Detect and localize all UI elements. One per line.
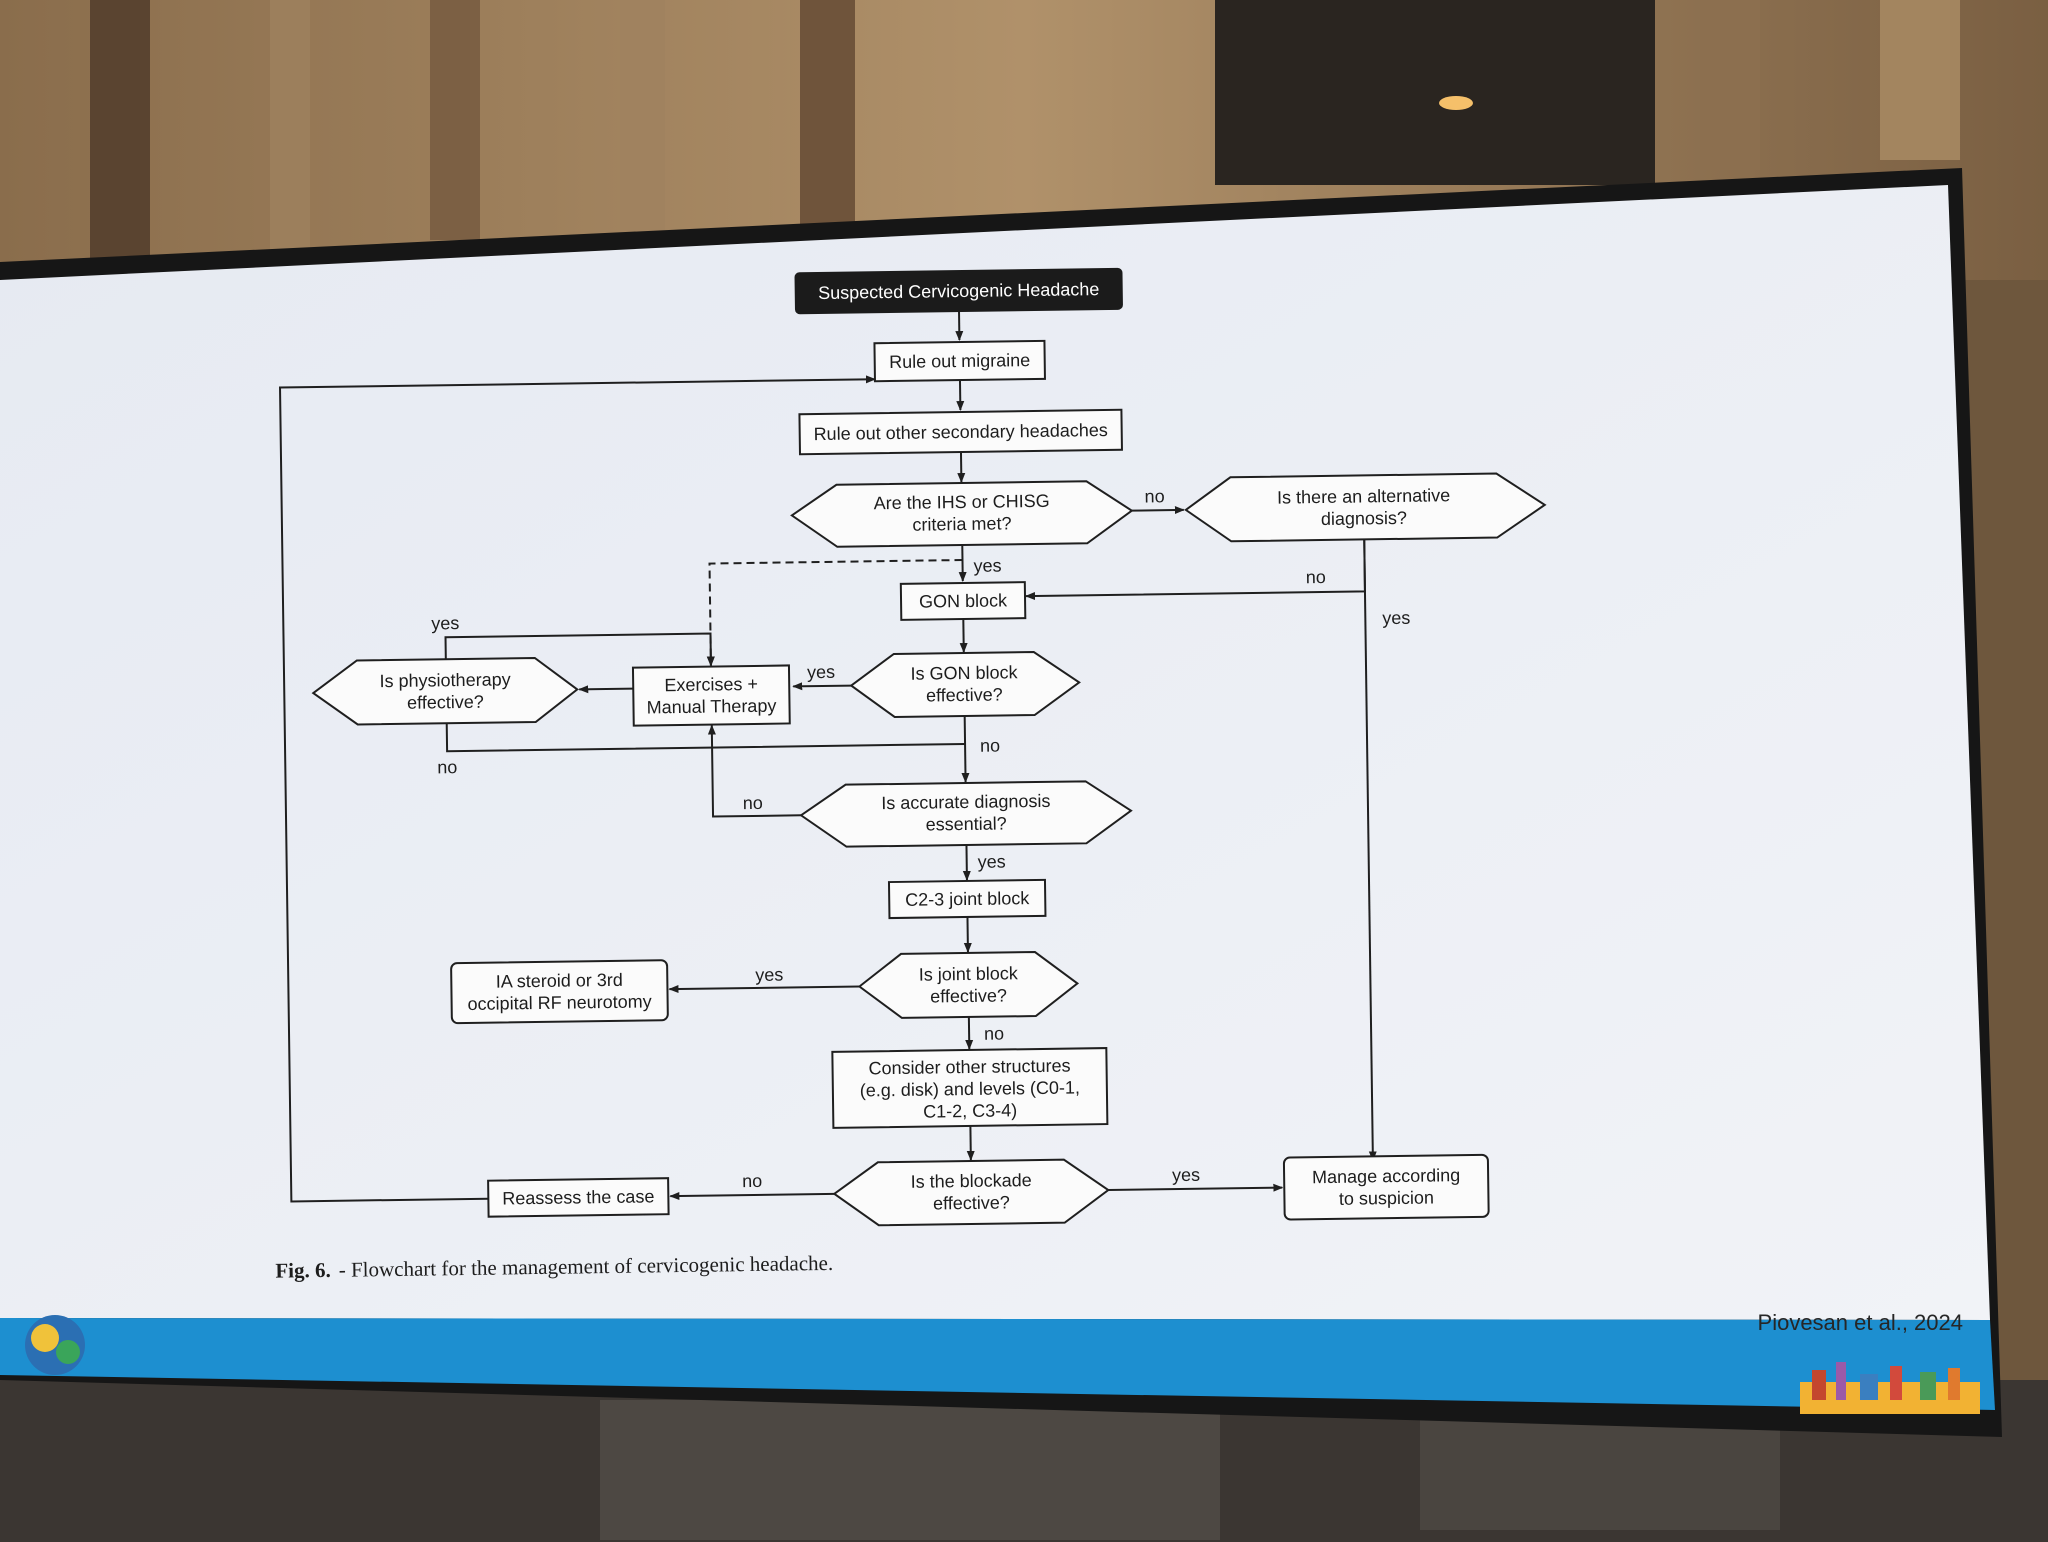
node-criteria-met-line1: Are the IHS or CHISG [874, 491, 1050, 513]
slide-screen [0, 185, 1990, 1320]
node-reassess-label: Reassess the case [502, 1186, 654, 1208]
node-criteria-met: Are the IHS or CHISG criteria met? [790, 480, 1134, 548]
node-physio-effective: Is physiotherapy effective? [311, 656, 579, 726]
node-blockade-line1: Is the blockade [910, 1170, 1031, 1192]
node-exercises-line1: Exercises + [664, 674, 758, 695]
node-exercises: Exercises + Manual Therapy [631, 664, 791, 727]
edge-label-blockade-yes: yes [1172, 1165, 1200, 1185]
edge-label-physio-yes: yes [431, 613, 459, 633]
edge-label-blockade-no: no [742, 1171, 762, 1191]
figure-caption: Fig. 6.- Flowchart for the management of… [275, 1251, 833, 1283]
node-diagnosis-essential: Is accurate diagnosis essential? [799, 780, 1133, 848]
edge-label-gon-yes: yes [807, 662, 835, 682]
flowchart-nodes: Suspected Cervicogenic Headache Rule out… [275, 267, 1547, 1283]
node-alternative-line2: diagnosis? [1321, 508, 1407, 529]
node-gon-effective-line2: effective? [926, 684, 1003, 705]
edge-label-alternative-no: no [1306, 567, 1326, 587]
node-start-label: Suspected Cervicogenic Headache [818, 279, 1099, 303]
node-c23-block: C2-3 joint block [887, 878, 1047, 920]
node-gon-effective: Is GON block effective? [849, 651, 1081, 718]
slide-credit: Piovesan et al., 2024 [1758, 1310, 1963, 1335]
edge-physio-yes-exercises [444, 632, 715, 667]
node-physio-line2: effective? [407, 692, 484, 713]
edge-physio-no-loop [445, 723, 966, 753]
edge-joint-yes-ia [668, 985, 860, 994]
node-consider-line1: Consider other structures [868, 1056, 1070, 1079]
node-diagnosis-line1: Is accurate diagnosis [881, 791, 1050, 813]
node-physio-line1: Is physiotherapy [379, 669, 510, 691]
node-joint-effective: Is joint block effective? [857, 951, 1080, 1019]
edge-blockade-no-reassess [669, 1192, 835, 1201]
city-skyline-icon [1800, 1362, 1980, 1414]
node-ia-steroid: IA steroid or 3rd occipital RF neurotomy [450, 959, 669, 1025]
node-gon-block-label: GON block [919, 590, 1008, 611]
edge-label-diagnosis-yes: yes [978, 851, 1006, 871]
node-exercises-line2: Manual Therapy [646, 696, 776, 718]
node-blockade-line2: effective? [933, 1192, 1010, 1213]
node-start: Suspected Cervicogenic Headache [794, 267, 1123, 315]
node-blockade-effective: Is the blockade effective? [832, 1158, 1111, 1227]
edge-diagnosis-no-exercises [707, 724, 810, 818]
edge-label-physio-no: no [437, 757, 457, 777]
edge-label-alternative-yes: yes [1382, 608, 1410, 628]
node-rule-out-secondary: Rule out other secondary headaches [798, 408, 1123, 456]
node-consider-line2: (e.g. disk) and levels (C0-1, [860, 1077, 1080, 1100]
node-criteria-met-line2: criteria met? [912, 513, 1011, 534]
edge-reassess-loop-migraine [278, 375, 876, 1203]
edge-blockade-yes-manage [1108, 1183, 1284, 1192]
edge-exercises-physio [578, 685, 634, 694]
edge-alternative-yes-manage [1363, 539, 1377, 1162]
node-rule-out-migraine-label: Rule out migraine [889, 350, 1030, 372]
node-consider-other: Consider other structures (e.g. disk) an… [831, 1047, 1109, 1129]
node-manage: Manage according to suspicion [1282, 1153, 1490, 1221]
node-joint-line1: Is joint block [919, 963, 1019, 984]
flowchart [278, 310, 1377, 1203]
node-alternative-diagnosis: Is there an alternative diagnosis? [1184, 472, 1547, 543]
node-ia-line2: occipital RF neurotomy [467, 991, 651, 1014]
node-diagnosis-line2: essential? [926, 813, 1007, 834]
edge-label-diagnosis-no: no [743, 793, 763, 813]
figure-caption-label: Fig. 6. [275, 1258, 331, 1283]
node-rule-out-migraine: Rule out migraine [873, 339, 1046, 383]
edge-gonEffective-yes-exercises [792, 682, 852, 691]
edge-criteria-gon [958, 545, 967, 583]
node-c23-label: C2-3 joint block [905, 888, 1030, 910]
node-manage-line2: to suspicion [1339, 1187, 1434, 1208]
slide-footer-bar [0, 1318, 1995, 1410]
node-rule-out-secondary-label: Rule out other secondary headaches [813, 420, 1107, 444]
node-manage-line1: Manage according [1312, 1165, 1460, 1187]
node-joint-line2: effective? [930, 985, 1007, 1006]
edge-gonEffective-no-diagnosis [961, 715, 970, 783]
edge-label-criteria-no: no [1144, 486, 1164, 506]
node-reassess: Reassess the case [487, 1177, 670, 1218]
node-gon-effective-line1: Is GON block [910, 662, 1018, 684]
edge-criteria-alternative [1131, 506, 1185, 515]
edge-label-criteria-yes: yes [973, 555, 1001, 575]
edge-label-gon-no: no [980, 736, 1000, 756]
edge-label-joint-yes: yes [755, 965, 783, 985]
node-alternative-line1: Is there an alternative [1277, 485, 1450, 507]
edge-label-joint-no: no [984, 1023, 1004, 1043]
edge-criteria-exercises-dashed [706, 559, 963, 667]
node-consider-line3: C1-2, C3-4) [923, 1100, 1017, 1121]
logo-icon [25, 1315, 85, 1375]
node-gon-block: GON block [899, 581, 1027, 621]
node-ia-line1: IA steroid or 3rd [496, 970, 623, 992]
